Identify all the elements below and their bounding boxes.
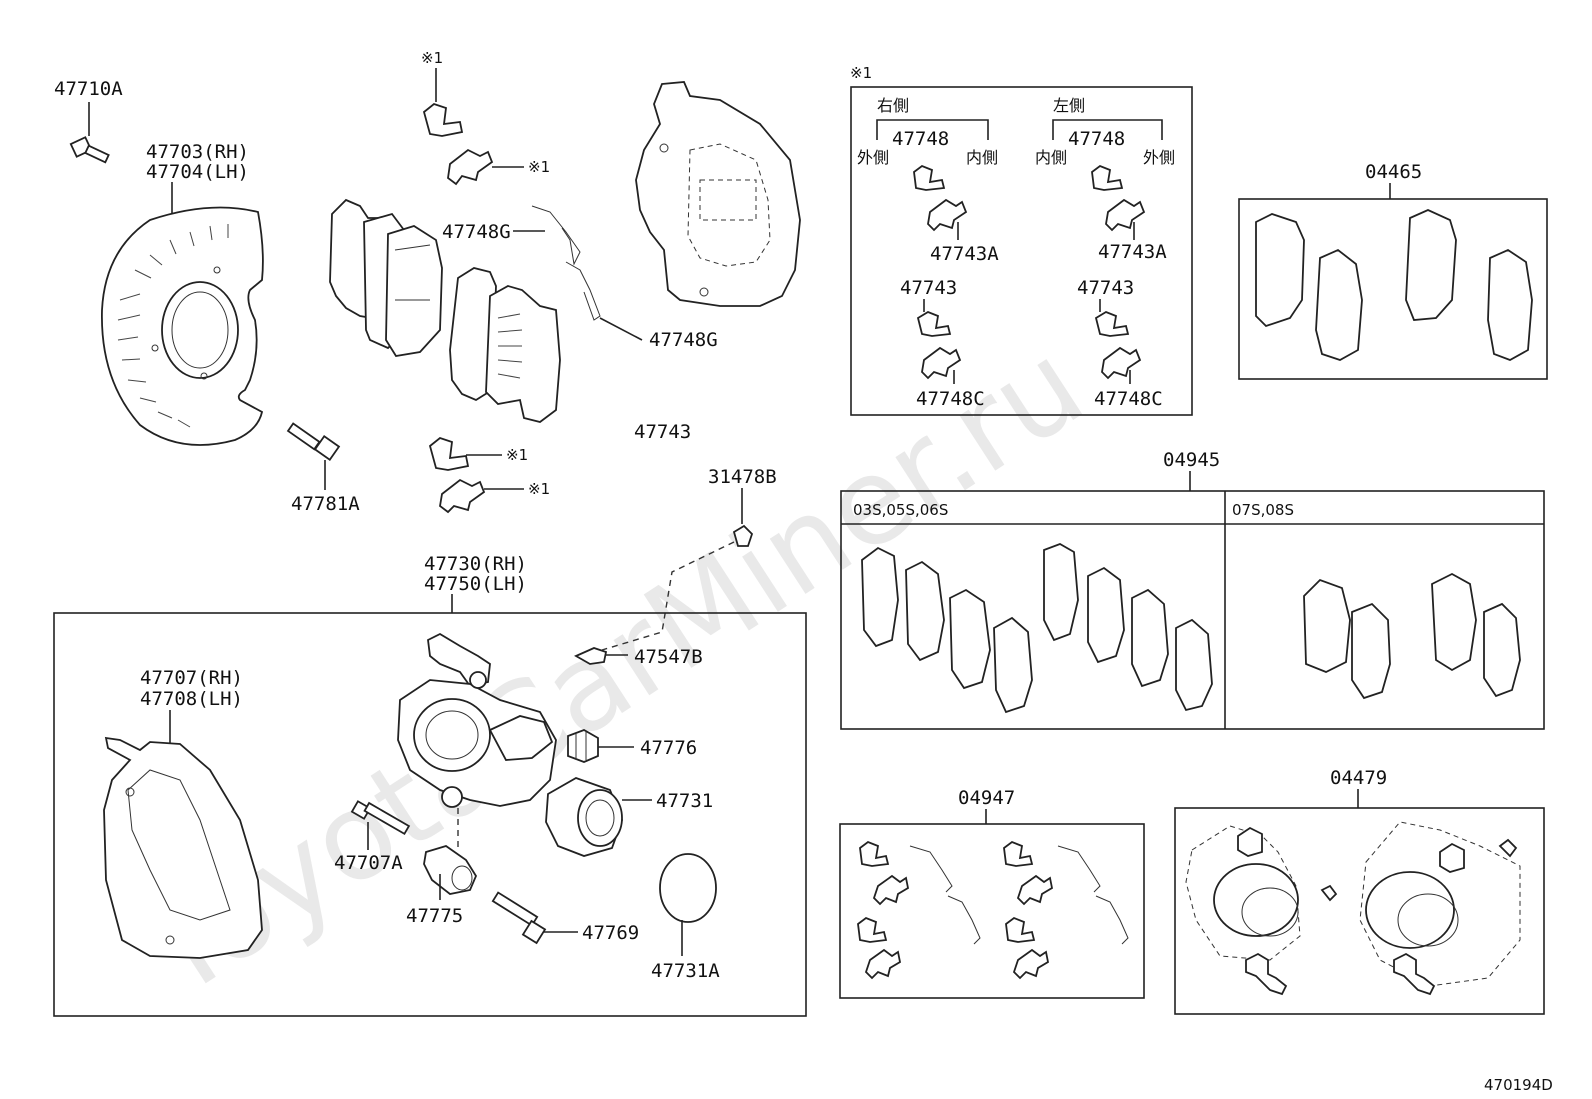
label-47707a: 47707A xyxy=(334,852,403,874)
bolt-47710a-part xyxy=(69,102,110,164)
bushing-part xyxy=(423,845,478,895)
kit-04947-clips xyxy=(857,840,1129,980)
detail-47743a-right: 47743A xyxy=(930,243,999,265)
kit-04947-label: 04947 xyxy=(958,787,1015,809)
slide-boot-part xyxy=(567,729,599,763)
label-47730: 47730(RH) xyxy=(424,553,527,575)
label-47547b: 47547B xyxy=(634,646,703,668)
label-47703: 47703(RH) xyxy=(146,141,249,163)
label-47710a: 47710A xyxy=(54,78,123,100)
detail-47748c-left: 47748C xyxy=(1094,388,1163,410)
brake-pad-outer-part xyxy=(449,267,561,423)
kit-04479-box xyxy=(1174,807,1545,1015)
detail-outer-b: 外側 xyxy=(1143,148,1175,167)
kit-04465-label: 04465 xyxy=(1365,161,1422,183)
detail-box-1 xyxy=(850,86,1193,416)
caliper-body-part xyxy=(397,632,557,808)
mark-1-third: ※1 xyxy=(506,446,528,464)
detail-47743-right: 47743 xyxy=(900,277,957,299)
detail-47748c-right: 47748C xyxy=(916,388,985,410)
label-47731a: 47731A xyxy=(651,960,720,982)
bleeder-cap-part xyxy=(732,524,754,547)
diagram-code: 470194D xyxy=(1484,1076,1553,1094)
detail-47743a-left: 47743A xyxy=(1098,241,1167,263)
detail-47748-left: 47748 xyxy=(1068,128,1125,150)
mark-1-top: ※1 xyxy=(421,49,443,67)
label-47750: 47750(LH) xyxy=(424,573,527,595)
kit-04465-box xyxy=(1238,198,1548,380)
detail-47743-left: 47743 xyxy=(1077,277,1134,299)
label-47704: 47704(LH) xyxy=(146,161,249,183)
kit-04945-pads-b xyxy=(1303,572,1521,700)
kit-04479-caliper-parts xyxy=(1185,821,1521,996)
caliper-assembly-box xyxy=(53,612,807,1017)
detail-right-side: 右側 xyxy=(877,96,909,115)
kit-04465-pads xyxy=(1255,209,1533,361)
slide-pin-part xyxy=(491,891,547,945)
label-31478b: 31478B xyxy=(708,466,777,488)
bleeder-plug-part xyxy=(574,647,608,665)
detail-inner-b: 内側 xyxy=(1035,148,1067,167)
detail-outer-a: 外側 xyxy=(857,148,889,167)
clip-top-part xyxy=(422,102,494,186)
label-47748g-top: 47748G xyxy=(442,221,511,243)
dust-cover-part xyxy=(101,206,264,446)
detail-note-mark: ※1 xyxy=(850,64,872,82)
bolt-47781a-part xyxy=(286,422,341,461)
kit-04945-box xyxy=(840,490,1545,730)
label-47776: 47776 xyxy=(640,737,697,759)
anti-squeal-shim-part xyxy=(531,205,601,321)
piston-seal-part xyxy=(659,853,717,923)
mark-1-second: ※1 xyxy=(528,158,550,176)
detail-clips-right xyxy=(913,164,968,380)
bolt-47707a-part xyxy=(350,800,411,836)
kit-04947-box xyxy=(839,823,1145,999)
label-47707: 47707(RH) xyxy=(140,667,243,689)
torque-plate-part xyxy=(103,736,263,959)
kit-04945-pads-a xyxy=(861,543,1213,714)
label-47708: 47708(LH) xyxy=(140,688,243,710)
label-47743-center: 47743 xyxy=(634,421,691,443)
label-47748g-bottom: 47748G xyxy=(649,329,718,351)
brake-pad-inner-part xyxy=(329,198,443,357)
kit-04945-label: 04945 xyxy=(1163,449,1220,471)
label-47775: 47775 xyxy=(406,905,463,927)
piston-part xyxy=(545,777,623,857)
mounting-bracket-part xyxy=(635,81,801,307)
label-47769: 47769 xyxy=(582,922,639,944)
kit-04945-col1: 03S,05S,06S xyxy=(853,501,948,519)
label-47781a: 47781A xyxy=(291,493,360,515)
detail-inner-a: 内側 xyxy=(966,148,998,167)
kit-04479-label: 04479 xyxy=(1330,767,1387,789)
mark-1-fourth: ※1 xyxy=(528,480,550,498)
kit-04945-col2: 07S,08S xyxy=(1232,501,1294,519)
detail-left-side: 左側 xyxy=(1053,96,1085,115)
detail-47748-right: 47748 xyxy=(892,128,949,150)
clip-bottom-part xyxy=(428,436,486,514)
detail-clips-left xyxy=(1091,164,1146,380)
label-47731: 47731 xyxy=(656,790,713,812)
